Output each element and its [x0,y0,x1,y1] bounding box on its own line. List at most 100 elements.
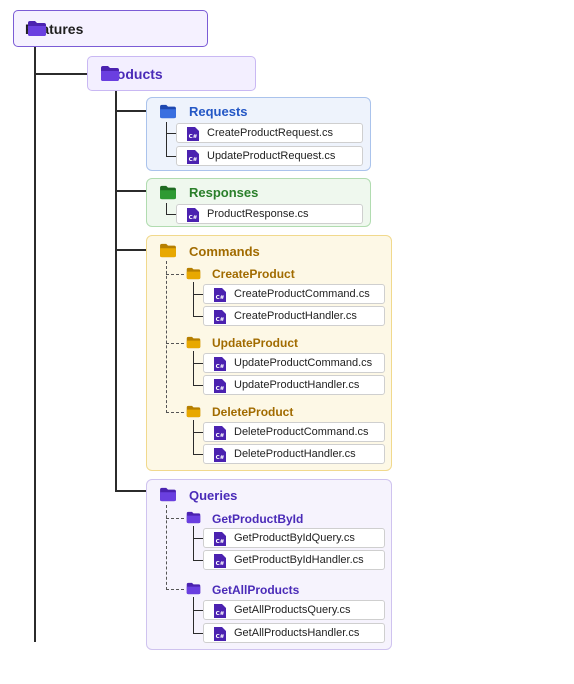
tree-connector [166,122,167,157]
file-item[interactable]: C# DeleteProductCommand.cs [203,422,385,442]
folder-icon [160,185,176,200]
folder-label-updateproduct[interactable]: UpdateProduct [212,336,299,350]
tree-connector [166,261,167,413]
file-name: CreateProductRequest.cs [207,127,333,139]
tree-connector [166,203,167,215]
folder-icon [28,21,46,36]
folder-label-commands[interactable]: Commands [189,244,260,259]
folder-icon [186,267,201,280]
svg-text:C#: C# [216,539,225,545]
svg-text:C#: C# [189,157,198,163]
file-item[interactable]: C# UpdateProductHandler.cs [203,375,385,395]
svg-text:C#: C# [189,134,198,140]
csharp-file-icon: C# [214,448,226,462]
folder-icon [186,336,201,349]
file-item[interactable]: C# DeleteProductHandler.cs [203,444,385,464]
csharp-file-icon: C# [214,379,226,393]
file-name: UpdateProductHandler.cs [234,379,360,391]
folder-icon [160,243,176,258]
csharp-file-icon: C# [214,554,226,568]
tree-connector [193,363,203,364]
file-name: DeleteProductCommand.cs [234,426,369,438]
tree-connector [166,133,176,134]
tree-connector [166,412,184,413]
tree-connector [166,505,167,590]
svg-text:C#: C# [189,215,198,221]
file-item[interactable]: C# UpdateProductCommand.cs [203,353,385,373]
folder-icon [186,511,201,524]
csharp-file-icon: C# [214,627,226,641]
tree-connector [193,420,194,455]
folder-label-getallproducts[interactable]: GetAllProducts [212,583,300,597]
folder-label-responses[interactable]: Responses [189,185,259,200]
file-item[interactable]: C# CreateProductCommand.cs [203,284,385,304]
csharp-file-icon: C# [214,604,226,618]
group-commands: Commands CreateProduct C# CreateProductC… [146,235,392,471]
folder-label-requests[interactable]: Requests [189,104,248,119]
folder-icon [160,487,176,502]
tree-connector [34,73,87,75]
tree-connector [166,214,176,215]
tree-connector [193,560,203,561]
svg-text:C#: C# [216,386,225,392]
tree-connector [166,274,184,275]
tree-connector [166,343,184,344]
file-name: UpdateProductCommand.cs [234,357,373,369]
tree-connector [193,385,203,386]
svg-text:C#: C# [216,561,225,567]
folder-label-queries[interactable]: Queries [189,488,238,503]
file-name: GetProductByIdHandler.cs [234,554,364,566]
file-item[interactable]: C# CreateProductRequest.cs [176,123,363,143]
file-item[interactable]: C# UpdateProductRequest.cs [176,146,363,166]
svg-text:C#: C# [216,317,225,323]
folder-icon [101,66,119,81]
file-item[interactable]: C# ProductResponse.cs [176,204,363,224]
tree-connector [193,454,203,455]
file-item[interactable]: C# GetProductByIdHandler.cs [203,550,385,570]
folder-icon [160,104,176,119]
csharp-file-icon: C# [187,127,199,141]
tree-connector [115,190,147,192]
folder-products[interactable]: Products [87,56,256,91]
csharp-file-icon: C# [214,426,226,440]
tree-connector [115,490,147,492]
tree-connector [34,47,36,642]
file-name: GetProductByIdQuery.cs [234,532,355,544]
tree-connector [115,110,147,112]
folder-label-deleteproduct[interactable]: DeleteProduct [212,405,294,419]
file-name: CreateProductHandler.cs [234,310,357,322]
file-name: DeleteProductHandler.cs [234,448,356,460]
file-name: UpdateProductRequest.cs [207,150,336,162]
file-name: GetAllProductsHandler.cs [234,627,360,639]
file-item[interactable]: C# CreateProductHandler.cs [203,306,385,326]
file-name: CreateProductCommand.cs [234,288,370,300]
file-name: GetAllProductsQuery.cs [234,604,351,616]
group-requests: Requests C# CreateProductRequest.cs C# U… [146,97,371,171]
file-item[interactable]: C# GetAllProductsHandler.cs [203,623,385,643]
folder-features[interactable]: Features [13,10,208,47]
tree-connector [115,249,147,251]
svg-text:C#: C# [216,295,225,301]
tree-connector [193,294,203,295]
csharp-file-icon: C# [214,357,226,371]
svg-text:C#: C# [216,634,225,640]
file-item[interactable]: C# GetAllProductsQuery.cs [203,600,385,620]
csharp-file-icon: C# [214,310,226,324]
svg-text:C#: C# [216,611,225,617]
group-responses: Responses C# ProductResponse.cs [146,178,371,227]
tree-connector [193,526,194,561]
folder-label-getproductbyid[interactable]: GetProductById [212,512,304,526]
tree-connector [193,538,203,539]
folder-icon [186,582,201,595]
file-name: ProductResponse.cs [207,208,309,220]
group-queries: Queries GetProductById C# GetProductById… [146,479,392,650]
csharp-file-icon: C# [214,288,226,302]
svg-text:C#: C# [216,455,225,461]
tree-connector [193,351,194,386]
tree-connector [193,597,194,634]
file-item[interactable]: C# GetProductByIdQuery.cs [203,528,385,548]
svg-text:C#: C# [216,433,225,439]
folder-label-createproduct[interactable]: CreateProduct [212,267,295,281]
tree-connector [193,432,203,433]
tree-connector [166,156,176,157]
